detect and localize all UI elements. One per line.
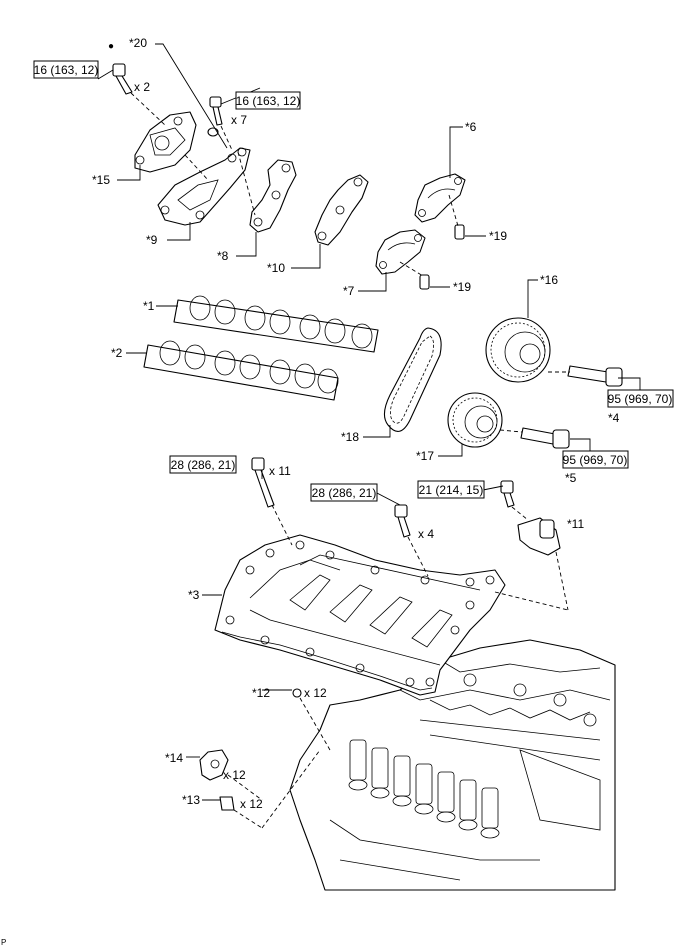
camshaft-no2-illustration [143,340,339,401]
torque-value: 28 (286, 21) [312,486,377,500]
callout-19-upper: *19 [489,229,507,243]
callout-15: *15 [92,173,110,187]
quantity-label: x 12 [304,686,327,700]
bolt-no15-illustration [112,63,133,95]
washer-no12-illustration [292,688,302,698]
ocv-bolt-illustration [500,480,515,508]
callout-2: *2 [111,346,123,360]
torque-value: 16 (163, 12) [34,63,99,77]
timing-chain-illustration [383,327,442,432]
torque-value: 95 (969, 70) [608,392,673,406]
callout-14: *14 [165,751,183,765]
quantity-label: x 4 [418,527,434,541]
bearing-cap-no8-illustration [249,159,297,233]
bolt-no9-illustration [207,96,223,137]
long-housing-bolt-illustration [251,457,275,508]
torque-spec-long-bolt: 28 (286, 21) [169,455,237,474]
footer-code: P [1,938,6,947]
callout-18: *18 [341,430,359,444]
callout-1: *1 [143,299,155,313]
callout-17: *17 [416,449,434,463]
callout-7: *7 [343,284,355,298]
callout-3: *3 [188,588,200,602]
quantity-label: x 12 [240,797,263,811]
valve-part-no13-illustration [219,796,235,811]
bearing-cap-no6-illustration [414,173,466,223]
torque-spec-no15: 16 (163, 12) [33,60,99,79]
bearing-cap-no9-illustration [157,147,251,226]
quantity-label: x 7 [231,113,247,127]
oil-control-valve-illustration [517,517,561,556]
callout-6: *6 [465,120,477,134]
quantity-label: x 11 [269,464,291,478]
torque-value: 95 (969, 70) [563,453,628,467]
torque-spec-no4: 95 (969, 70) [607,389,674,408]
torque-spec-no5: 95 (969, 70) [562,450,629,469]
bearing-cap-no10-illustration [314,174,369,246]
torque-value: 28 (286, 21) [171,458,236,472]
bolt-no19-upper-illustration [454,224,465,240]
torque-spec-ocv-bolt: 21 (214, 15) [417,480,485,499]
torque-value: 16 (163, 12) [236,94,301,108]
bolt-no19-lower-illustration [419,274,430,290]
front-bearing-cap-illustration [134,111,197,173]
cam-timing-gear-no16-illustration [485,317,551,383]
callout-11: *11 [567,517,584,531]
callout-5: *5 [565,471,577,485]
cam-timing-gear-no17-illustration [447,392,503,448]
callout-13: *13 [182,793,200,807]
leader-lines [97,43,641,801]
callout-16: *16 [540,273,558,287]
camshaft-housing-illustration [214,534,506,696]
quantity-label: x 12 [223,768,246,782]
camshaft-no1-illustration [173,295,379,353]
lash-adjuster-no14-illustration [199,749,229,781]
quantity-label: x 2 [134,80,150,94]
callout-12: *12 [252,686,270,700]
cylinder-head-illustration [289,639,616,891]
callout-8: *8 [217,249,229,263]
gear-bolt-no4-illustration [567,365,623,387]
callout-4: *4 [608,411,620,425]
callout-9: *9 [146,233,158,247]
torque-value: 21 (214, 15) [419,483,484,497]
assembly-guide-lines [130,92,570,829]
bearing-cap-no7-illustration [375,229,426,275]
gear-bolt-no5-illustration [520,427,570,449]
bullet-mark: ● [108,41,114,52]
torque-spec-short-bolt: 28 (286, 21) [310,483,378,502]
torque-spec-no9: 16 (163, 12) [235,91,301,110]
short-housing-bolt-illustration [394,504,411,538]
callout-10: *10 [267,261,285,275]
callout-20: *20 [129,36,147,50]
callout-19-lower: *19 [453,280,471,294]
